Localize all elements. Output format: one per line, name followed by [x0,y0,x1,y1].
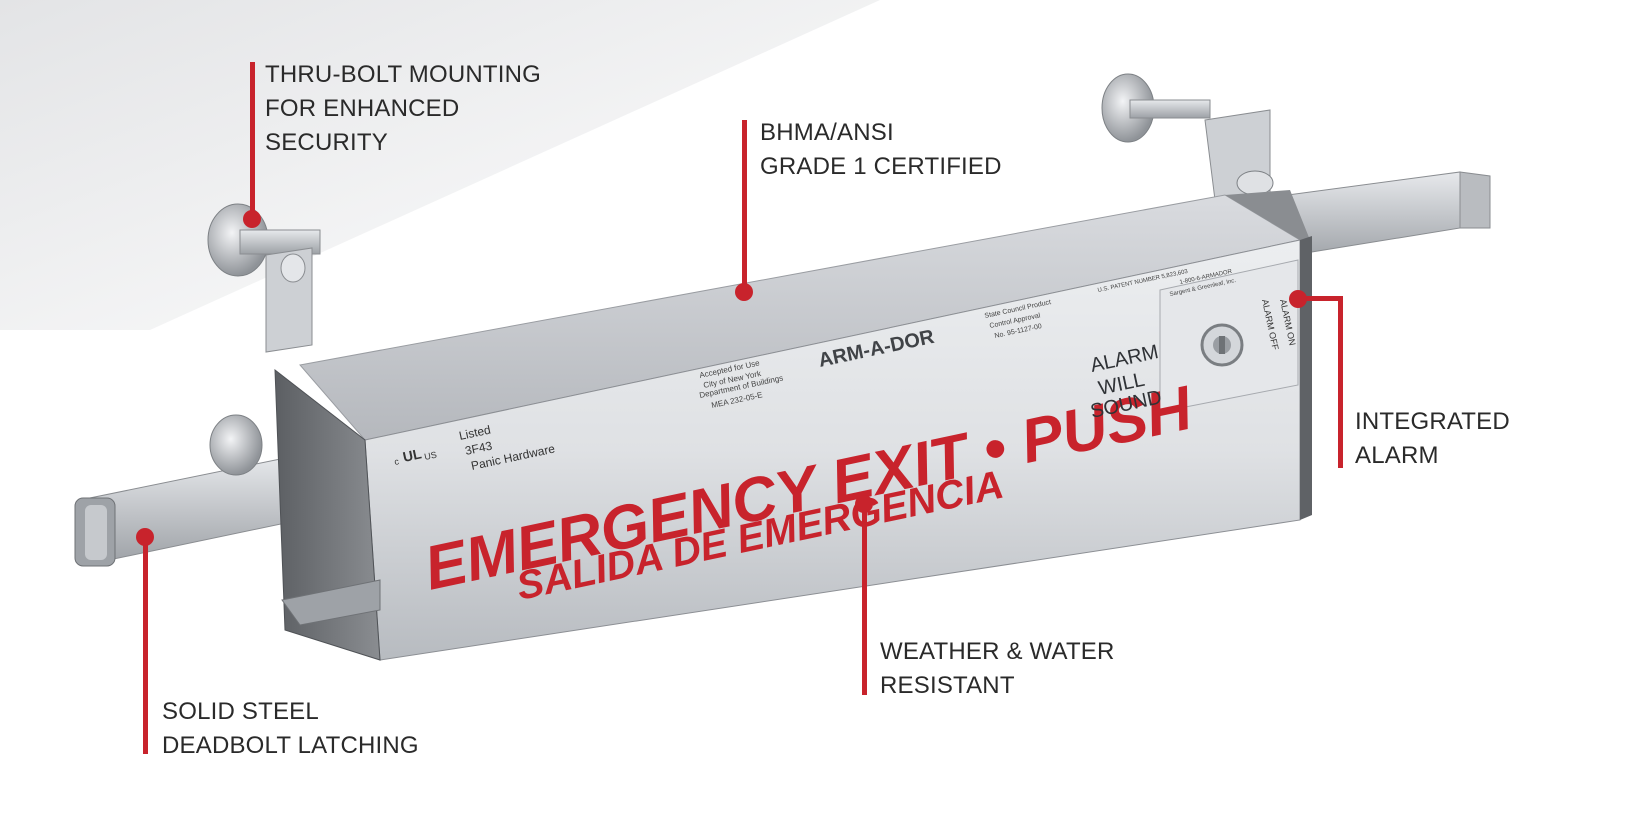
callout-dot-deadbolt [136,528,154,546]
callout-line-bhma [742,120,747,290]
callout-alarm-line-2: ALARM [1355,442,1439,469]
ul-mark: UL [401,445,423,465]
callout-alarm-line-1: INTEGRATED [1355,408,1510,435]
callout-dot-weather [855,495,873,513]
callout-thru-bolt-line-2: FOR ENHANCED [265,95,460,122]
callout-deadbolt: SOLID STEEL DEADBOLT LATCHING [162,695,419,763]
callout-deadbolt-line-2: DEADBOLT LATCHING [162,732,419,759]
ul-c: c [393,456,400,467]
callout-line-alarm-v [1338,296,1343,468]
right-mounting-bracket [1101,73,1274,201]
callout-dot-alarm [1289,290,1307,308]
callout-bhma: BHMA/ANSI GRADE 1 CERTIFIED [760,116,1002,184]
ul-us: US [423,450,437,462]
callout-thru-bolt: THRU-BOLT MOUNTING FOR ENHANCED SECURITY [265,58,541,160]
callout-weather: WEATHER & WATER RESISTANT [880,635,1115,703]
callout-thru-bolt-line-1: THRU-BOLT MOUNTING [265,61,542,88]
base-foot-left [281,579,381,626]
callout-thru-bolt-line-3: SECURITY [265,129,388,156]
callout-bhma-line-1: BHMA/ANSI [760,119,894,146]
callout-weather-line-2: RESISTANT [880,672,1015,699]
callout-dot-thru-bolt [243,210,261,228]
callout-line-weather [862,505,867,695]
callout-line-thru-bolt [250,62,255,220]
callout-bhma-line-2: GRADE 1 CERTIFIED [760,153,1002,180]
callout-alarm: INTEGRATED ALARM [1355,405,1510,473]
callout-line-alarm-h [1298,296,1343,301]
callout-deadbolt-line-1: SOLID STEEL [162,698,319,725]
listing-line-1: Listed [458,423,492,443]
callout-weather-line-1: WEATHER & WATER [880,638,1115,665]
listing-line-2: 3F43 [464,438,494,457]
left-mounting-bracket [207,203,321,353]
callout-line-deadbolt [143,538,148,754]
callout-dot-bhma [735,283,753,301]
device-end-cap-right [1225,190,1310,240]
deadbolt-left [74,414,301,567]
